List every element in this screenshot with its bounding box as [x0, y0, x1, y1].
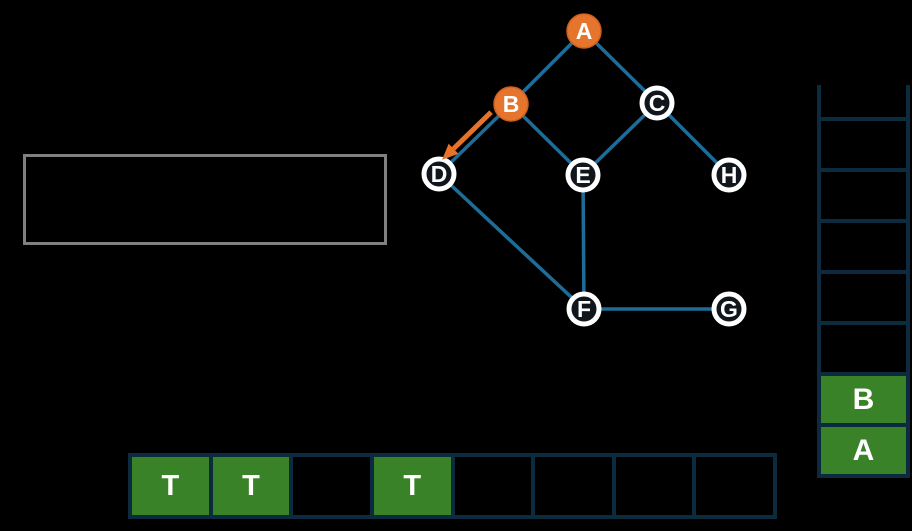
graph-edge-D-F	[437, 172, 586, 311]
visited-cell-empty	[289, 457, 370, 515]
graph-edge-E-F	[581, 174, 586, 310]
stack-item-B: B	[821, 372, 906, 423]
node-label-C: C	[649, 90, 666, 116]
node-label-D: D	[431, 161, 448, 187]
graph-node-A: A	[566, 13, 602, 49]
node-circle	[421, 156, 457, 192]
node-label-H: H	[721, 162, 738, 188]
graph-node-D: D	[421, 156, 457, 192]
graph-node-C: C	[639, 85, 675, 121]
dfs-arrow-head	[442, 143, 459, 160]
graph-node-H: H	[711, 157, 747, 193]
stack-item-A: A	[821, 423, 906, 474]
node-label-A: A	[576, 18, 593, 44]
visited-cell-empty	[611, 457, 693, 515]
node-label-F: F	[577, 296, 591, 322]
visited-cell-true: T	[369, 457, 451, 515]
node-circle	[711, 157, 747, 193]
node-circle-visited	[493, 86, 529, 122]
visited-cell-empty	[450, 457, 532, 515]
visited-cell-true: T	[132, 457, 209, 515]
stack-empty-slot	[821, 270, 906, 321]
node-circle	[639, 85, 675, 121]
dfs-arrow-B-D	[442, 110, 493, 160]
stack-empty-slot	[821, 117, 906, 168]
visited-cell-empty	[692, 457, 773, 515]
node-circle	[566, 291, 602, 327]
node-circle-visited	[566, 13, 602, 49]
node-label-B: B	[503, 91, 520, 117]
graph-node-B: B	[493, 86, 529, 122]
node-label-E: E	[575, 162, 590, 188]
stack-empty-slot	[821, 85, 906, 117]
graph-node-F: F	[566, 291, 602, 327]
caption-box	[23, 154, 387, 245]
visited-cell-empty	[531, 457, 612, 515]
node-label-G: G	[720, 296, 738, 322]
dfs-arrow-shaft	[451, 110, 493, 151]
visited-cell-true: T	[208, 457, 290, 515]
node-circle	[565, 157, 601, 193]
graph-node-G: G	[711, 291, 747, 327]
graph-nodes: A B C D E H F G	[421, 13, 747, 327]
node-circle	[711, 291, 747, 327]
stack-empty-slot	[821, 168, 906, 219]
graph-node-E: E	[565, 157, 601, 193]
stack-empty-slot	[821, 219, 906, 270]
stack-empty-slot	[821, 321, 906, 372]
